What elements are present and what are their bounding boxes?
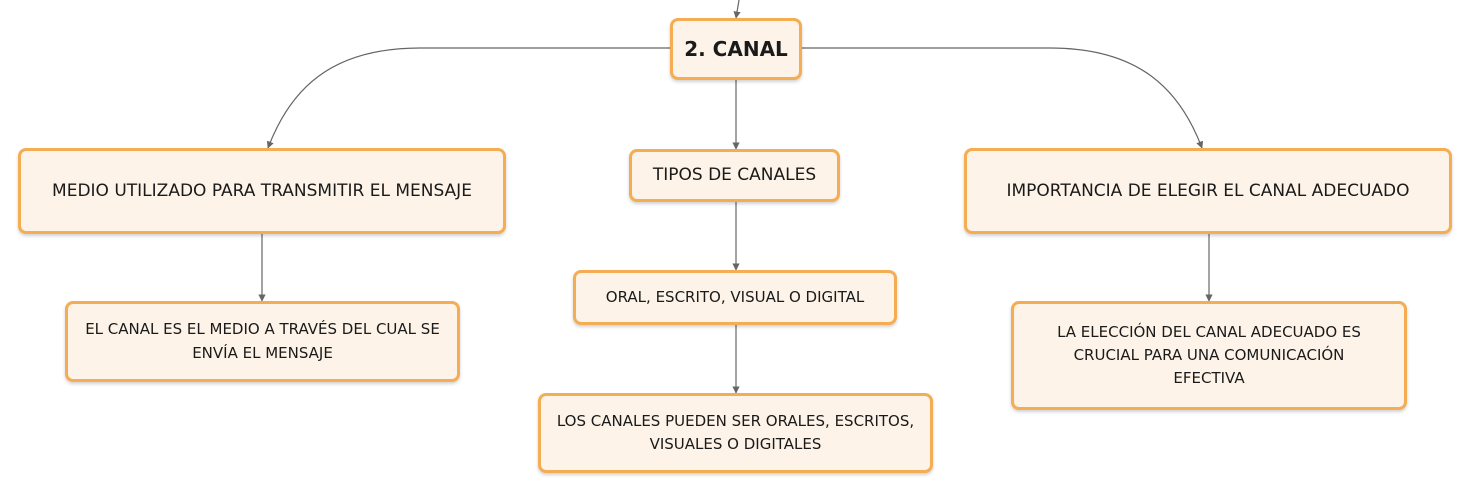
- connector-root-importancia: [802, 47, 1204, 149]
- root-node-label: 2. CANAL: [684, 36, 788, 61]
- connector-incoming: [733, 0, 741, 19]
- node-medio-utilizado[interactable]: MEDIO UTILIZADO PARA TRANSMITIR EL MENSA…: [18, 148, 506, 234]
- root-node-canal[interactable]: 2. CANAL: [670, 18, 802, 80]
- node-importancia-canal-label: IMPORTANCIA DE ELEGIR EL CANAL ADECUADO: [1006, 180, 1410, 201]
- node-importancia-detail-text: LA ELECCIÓN DEL CANAL ADECUADO ES CRUCIA…: [1057, 322, 1361, 388]
- connector-root-medio: [266, 47, 670, 149]
- node-importancia-detail[interactable]: LA ELECCIÓN DEL CANAL ADECUADO ES CRUCIA…: [1011, 301, 1407, 410]
- node-tipos-de-canales-label: TIPOS DE CANALES: [652, 165, 817, 186]
- node-tipos-list-text: ORAL, ESCRITO, VISUAL O DIGITAL: [605, 287, 865, 306]
- node-importancia-canal[interactable]: IMPORTANCIA DE ELEGIR EL CANAL ADECUADO: [964, 148, 1452, 234]
- node-medio-detail[interactable]: EL CANAL ES EL MEDIO A TRAVÉS DEL CUAL S…: [65, 301, 460, 382]
- node-tipos-detail-text: LOS CANALES PUEDEN SER ORALES, ESCRITOS,…: [556, 411, 915, 453]
- node-medio-detail-text: EL CANAL ES EL MEDIO A TRAVÉS DEL CUAL S…: [85, 320, 440, 362]
- node-tipos-list[interactable]: ORAL, ESCRITO, VISUAL O DIGITAL: [573, 270, 897, 325]
- node-tipos-detail[interactable]: LOS CANALES PUEDEN SER ORALES, ESCRITOS,…: [538, 393, 933, 473]
- node-tipos-de-canales[interactable]: TIPOS DE CANALES: [629, 149, 840, 202]
- node-medio-utilizado-label: MEDIO UTILIZADO PARA TRANSMITIR EL MENSA…: [52, 180, 472, 201]
